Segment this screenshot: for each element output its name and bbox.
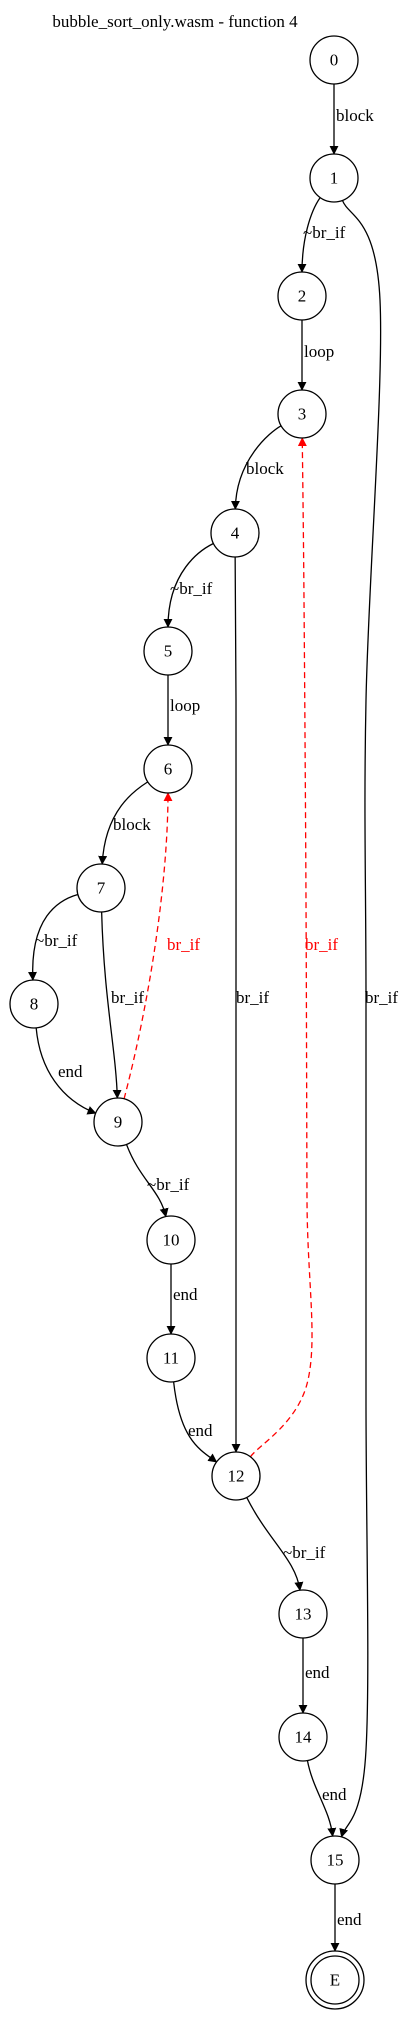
node-0: 0 <box>309 35 359 85</box>
node-10-label: 10 <box>163 1231 180 1250</box>
node-11-circle <box>146 1333 196 1383</box>
node-7-label: 7 <box>97 879 106 898</box>
node-2: 2 <box>277 271 327 321</box>
edge-9-to-10 <box>125 1144 169 1218</box>
edge-4-to-5 <box>163 542 214 628</box>
node-7: 7 <box>76 863 126 913</box>
edge-4-to-12 <box>231 556 241 1453</box>
node-4-circle <box>210 508 260 558</box>
edge-label-7-to-9: br_if <box>111 988 144 1007</box>
edge-6-to-7 <box>98 781 149 865</box>
node-13-label: 13 <box>295 1605 312 1624</box>
node-1: 1 <box>309 153 359 203</box>
node-10: 10 <box>146 1215 196 1265</box>
node-0-circle <box>309 35 359 85</box>
node-4: 4 <box>210 508 260 558</box>
edge-label-0-to-1: block <box>336 106 374 125</box>
node-3-circle <box>277 389 327 439</box>
edge-3-to-4 <box>230 425 282 510</box>
node-1-circle <box>309 153 359 203</box>
edge-label-12-to-13: ~br_if <box>283 1543 326 1562</box>
edge-7-to-9 <box>100 911 122 1099</box>
edge-label-9-to-10: ~br_if <box>147 1175 190 1194</box>
edge-label-7-to-8: ~br_if <box>35 931 78 950</box>
node-10-circle <box>146 1215 196 1265</box>
edge-label-2-to-3: loop <box>304 342 334 361</box>
node-0-label: 0 <box>330 51 339 70</box>
node-12: 12 <box>211 1451 261 1501</box>
node-7-circle <box>76 863 126 913</box>
node-5: 5 <box>143 626 193 676</box>
node-8-circle <box>9 979 59 1029</box>
node-6-circle <box>143 744 193 794</box>
edge-label-8-to-9: end <box>58 1062 83 1081</box>
edge-12-to-13 <box>246 1497 304 1592</box>
edge-label-13-to-14: end <box>305 1663 330 1682</box>
edge-label-4-to-5: ~br_if <box>170 579 213 598</box>
edge-label-14-to-15: end <box>322 1785 347 1804</box>
edges-layer: block ~br_if br_if loop block ~br_if br_if loop… <box>28 84 398 1952</box>
node-11-label: 11 <box>163 1349 179 1368</box>
edge-label-11-to-12: end <box>188 1421 213 1440</box>
node-E-circle <box>310 1955 360 2005</box>
node-6: 6 <box>143 744 193 794</box>
node-5-label: 5 <box>164 642 173 661</box>
edge-label-1-to-15: br_if <box>365 988 398 1007</box>
edge-9-to-6 <box>123 792 173 1099</box>
edge-11-to-12 <box>172 1381 218 1463</box>
node-14-circle <box>278 1712 328 1762</box>
node-13-circle <box>278 1589 328 1639</box>
edge-1-to-15 <box>339 200 382 1838</box>
node-3: 3 <box>277 389 327 439</box>
node-15-circle <box>310 1835 360 1885</box>
node-15-label: 15 <box>327 1851 344 1870</box>
node-E: E <box>305 1950 365 2010</box>
edge-label-12-to-3: br_if <box>305 935 338 954</box>
edge-label-6-to-7: block <box>113 815 151 834</box>
node-11: 11 <box>146 1333 196 1383</box>
node-1-label: 1 <box>330 169 339 188</box>
node-3-label: 3 <box>298 405 307 424</box>
node-12-label: 12 <box>228 1467 245 1486</box>
node-8-label: 8 <box>30 995 39 1014</box>
edge-label-4-to-12: br_if <box>236 988 269 1007</box>
edge-label-15-to-E: end <box>337 1910 362 1929</box>
edge-1-to-2 <box>297 197 321 273</box>
node-2-label: 2 <box>298 287 307 306</box>
node-9-label: 9 <box>114 1113 123 1132</box>
edge-label-1-to-2: ~br_if <box>303 223 346 242</box>
edge-14-to-15 <box>306 1760 337 1838</box>
node-14-label: 14 <box>295 1728 313 1747</box>
edge-8-to-9 <box>35 1027 97 1115</box>
edge-7-to-8 <box>28 893 79 981</box>
graph-title: bubble_sort_only.wasm - function 4 <box>52 12 298 31</box>
node-15: 15 <box>310 1835 360 1885</box>
edge-label-3-to-4: block <box>246 459 284 478</box>
node-8: 8 <box>9 979 59 1029</box>
edge-label-5-to-6: loop <box>170 696 200 715</box>
node-4-label: 4 <box>231 524 240 543</box>
node-E-label: E <box>330 1971 340 1990</box>
node-2-circle <box>277 271 327 321</box>
node-12-circle <box>211 1451 261 1501</box>
node-6-label: 6 <box>164 760 173 779</box>
node-9: 9 <box>93 1097 143 1147</box>
node-13: 13 <box>278 1589 328 1639</box>
edge-label-9-to-6: br_if <box>167 935 200 954</box>
node-9-circle <box>93 1097 143 1147</box>
edge-12-to-3 <box>249 437 313 1458</box>
node-14: 14 <box>278 1712 328 1762</box>
edge-label-10-to-11: end <box>173 1285 198 1304</box>
node-5-circle <box>143 626 193 676</box>
